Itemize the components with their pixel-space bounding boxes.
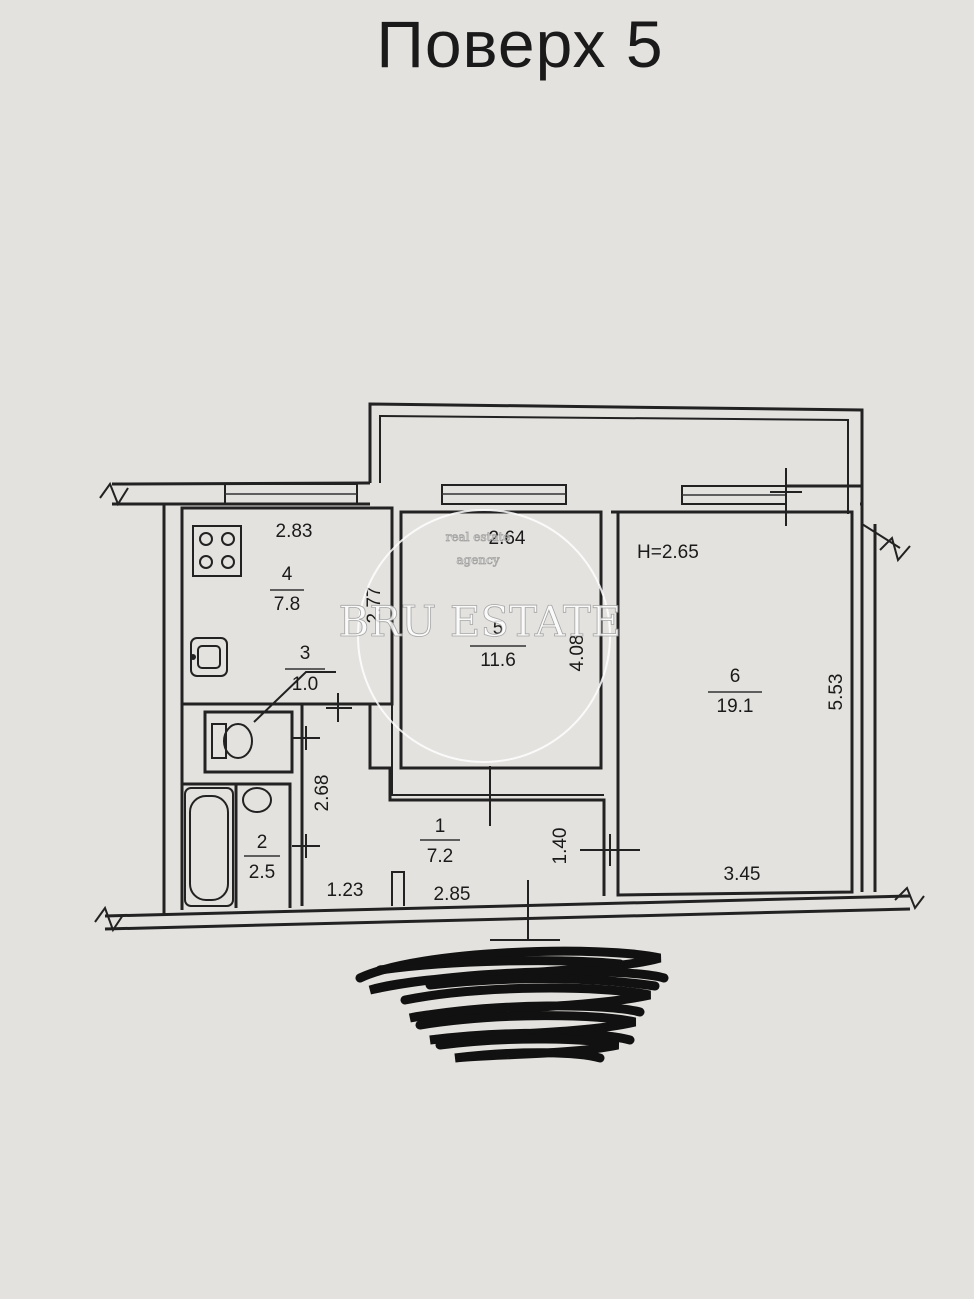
sink-icon — [190, 637, 228, 677]
watermark-tagline-2: agency — [456, 553, 499, 567]
watermark-brand: BRU ESTATE — [338, 597, 621, 646]
toilet-icon — [211, 723, 253, 759]
bathtub-icon — [184, 787, 234, 907]
room-1-number: 1 — [435, 816, 446, 837]
room-3-number: 3 — [300, 643, 311, 664]
room-labels: 4 7.8 3 1.0 2 2.5 1 7.2 5 11.6 6 19.1 H=… — [244, 542, 762, 883]
room-5-number: 5 — [493, 618, 504, 639]
room-5-area: 11.6 — [480, 650, 516, 671]
dim-kitchen-width: 2.83 — [276, 521, 313, 542]
watermark: BRU ESTATE real estate agency — [338, 509, 622, 763]
dim-hall-width-left: 1.23 — [327, 880, 364, 901]
room-4-number: 4 — [282, 564, 293, 585]
dimension-labels: 2.83 2.77 2.64 4.08 5.53 3.45 2.68 1.23 … — [276, 521, 847, 905]
windows — [224, 483, 787, 505]
dim-room5-depth: 4.08 — [567, 635, 588, 672]
room-2-number: 2 — [257, 832, 268, 853]
room-2-area: 2.5 — [249, 862, 275, 883]
dim-corridor-depth: 1.40 — [550, 828, 571, 865]
redaction-scribble — [355, 946, 669, 1063]
room-6-area: 19.1 — [717, 696, 754, 717]
page-title: Поверх 5 — [376, 7, 664, 81]
dim-room6-depth: 5.53 — [826, 674, 847, 711]
balcony — [368, 402, 864, 524]
ceiling-height: H=2.65 — [637, 542, 699, 563]
dim-room6-width: 3.45 — [724, 864, 761, 885]
room-4-area: 7.8 — [274, 594, 300, 615]
room-1-area: 7.2 — [427, 846, 453, 867]
dim-room5-width: 2.64 — [489, 528, 526, 549]
dim-hall-width-right: 2.85 — [434, 884, 471, 905]
room-3-area: 1.0 — [292, 674, 318, 695]
exterior-walls — [94, 481, 925, 933]
interior-walls — [180, 468, 854, 941]
dim-hall-depth: 2.68 — [312, 775, 333, 812]
washbasin-icon — [242, 787, 272, 813]
room-6-number: 6 — [730, 666, 741, 687]
watermark-tagline-1: real estate — [446, 530, 511, 544]
stove-icon — [192, 525, 242, 577]
kitchen-outline — [180, 506, 394, 706]
dim-kitchen-depth: 2.77 — [364, 587, 385, 624]
